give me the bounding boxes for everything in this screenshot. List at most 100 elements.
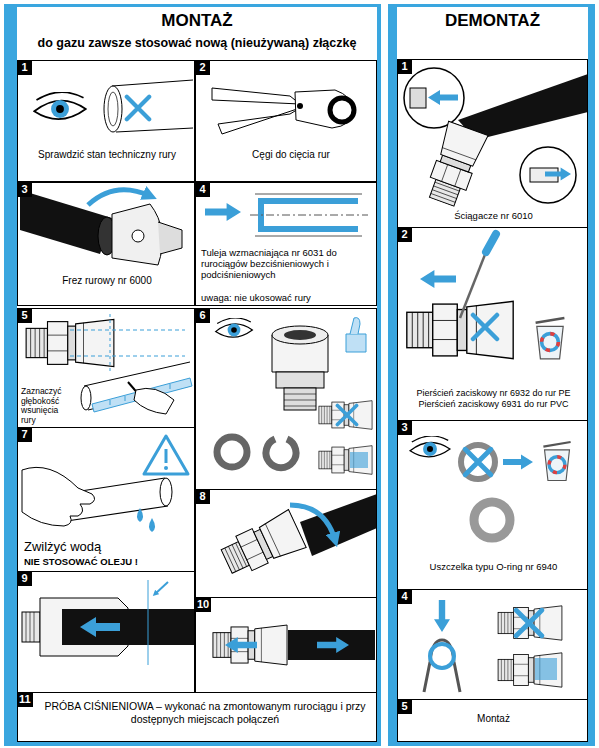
pull-test-art bbox=[288, 630, 375, 660]
insert-pipe-art bbox=[155, 582, 168, 594]
mark-depth-art bbox=[128, 382, 140, 396]
puller-art bbox=[410, 88, 426, 108]
step-cell: 1Sprawdzić stan techniczny rury bbox=[17, 60, 195, 182]
clamp-ring-art bbox=[407, 301, 513, 358]
panel-heading: MONTAŻ bbox=[17, 11, 377, 31]
inspect-pipe-art bbox=[112, 80, 193, 132]
sleeve-art bbox=[258, 198, 264, 232]
wet-pipe-art bbox=[160, 478, 172, 506]
insert-pipe-art bbox=[148, 580, 149, 665]
sleeve-art bbox=[205, 194, 368, 236]
step-panel: MONTAŻ do gazu zawsze stosować nową (nieu… bbox=[4, 4, 381, 746]
step-caption: Sprawdzić stan techniczny rury bbox=[20, 149, 194, 161]
insert-pipe-art bbox=[80, 617, 120, 637]
pull-test-art bbox=[213, 625, 375, 665]
o-ring-art bbox=[503, 455, 533, 470]
wet-pipe-art bbox=[149, 518, 155, 532]
inspect-pipe-art bbox=[34, 80, 193, 132]
mark-depth-art bbox=[110, 384, 170, 405]
check-fitting-art bbox=[284, 330, 316, 340]
step-caption: Pierścień zaciskowy nr 6932 do rur PE Pi… bbox=[400, 388, 587, 410]
check-fitting-art bbox=[272, 326, 328, 344]
puller-art bbox=[520, 147, 576, 203]
step-caption: Uszczelka typu O-ring nr 6940 bbox=[400, 562, 587, 573]
sleeve-art bbox=[205, 203, 241, 221]
screw-on-art bbox=[218, 509, 306, 580]
ring-tool-art bbox=[424, 600, 562, 692]
mark-depth-art bbox=[92, 378, 192, 412]
step-caption: Zwilżyć wodą bbox=[24, 540, 184, 555]
pipe-reamer-art bbox=[158, 222, 182, 254]
mark-depth-art bbox=[26, 319, 114, 366]
step-cell: 8 bbox=[195, 489, 377, 598]
step-number: 11 bbox=[17, 692, 33, 707]
check-fitting-art bbox=[350, 318, 360, 334]
check-fitting-art bbox=[284, 388, 316, 410]
pipe-cutter-art bbox=[218, 108, 300, 134]
puller-art bbox=[458, 74, 588, 140]
sleeve-art bbox=[250, 215, 368, 216]
o-ring-art bbox=[474, 502, 510, 538]
o-ring-art bbox=[465, 449, 491, 475]
step-cell: 7Zwilżyć wodąNIE STOSOWAĆ OLEJU ! bbox=[17, 427, 195, 572]
step-caption: Tuleja wzmacniająca nr 6031 do rurociągó… bbox=[201, 247, 343, 280]
clamp-ring-art bbox=[486, 234, 496, 252]
step-caption: Cęgi do cięcia rur bbox=[216, 149, 366, 161]
pull-test-art bbox=[213, 625, 287, 665]
check-fitting-art bbox=[216, 318, 253, 337]
clamp-ring-art bbox=[460, 252, 486, 318]
panel-heading: do gazu zawsze stosować nową (nieużywaną… bbox=[17, 36, 377, 50]
step-caption: uwaga: nie ukosować rury bbox=[201, 292, 373, 303]
insert-pipe-art bbox=[22, 580, 195, 665]
step-number: 5 bbox=[397, 699, 412, 714]
pipe-cutter-art bbox=[330, 98, 354, 122]
step-panel: DEMONTAŻ1Ściągacze nr 60102Pierścień zac… bbox=[388, 4, 595, 746]
insert-pipe-art bbox=[40, 598, 128, 656]
step-number: 3 bbox=[397, 420, 412, 435]
pipe-reamer-art bbox=[112, 204, 163, 265]
step-cell: 4 bbox=[397, 589, 588, 700]
step-caption: NIE STOSOWAĆ OLEJU ! bbox=[24, 557, 194, 568]
pull-test-art bbox=[225, 637, 257, 653]
sleeve-art bbox=[258, 226, 358, 232]
panel-heading: DEMONTAŻ bbox=[397, 11, 588, 31]
step-cell: 9 bbox=[17, 571, 195, 693]
puller-art bbox=[530, 168, 558, 182]
check-fitting-art bbox=[337, 405, 356, 424]
ring-tool-art bbox=[516, 610, 542, 636]
clamp-ring-art bbox=[420, 270, 456, 288]
ring-tool-art bbox=[424, 640, 460, 692]
step-number: 1 bbox=[397, 59, 412, 74]
o-ring-art bbox=[410, 436, 571, 538]
mark-depth-art bbox=[134, 388, 174, 414]
step-cell: 6 bbox=[195, 308, 377, 490]
step-cell: 2Cęgi do cięcia rur bbox=[195, 60, 377, 182]
pipe-cutter-art bbox=[295, 90, 354, 128]
o-ring-art bbox=[461, 445, 495, 479]
sleeve-art bbox=[258, 198, 358, 204]
step-cell: 2Pierścień zaciskowy nr 6932 do rur PE P… bbox=[397, 227, 588, 421]
step-cell: 10 bbox=[195, 597, 377, 693]
check-fitting-art bbox=[350, 452, 368, 468]
screw-on-art bbox=[218, 509, 306, 580]
step-cell: 5Montaż bbox=[397, 699, 588, 742]
wet-pipe-art bbox=[144, 436, 188, 474]
wet-pipe-art bbox=[165, 449, 168, 463]
insert-pipe-art bbox=[62, 609, 195, 645]
wet-pipe-art bbox=[22, 436, 188, 532]
pipe-reamer-art bbox=[88, 190, 150, 205]
step-cell: 3Uszczelka typu O-ring nr 6940 bbox=[397, 420, 588, 590]
screw-on-art bbox=[290, 505, 335, 540]
screw-on-art bbox=[218, 494, 377, 581]
pull-test-art bbox=[317, 637, 349, 653]
step-number: 9 bbox=[17, 571, 32, 586]
pipe-cutter-art bbox=[297, 103, 303, 109]
step-caption: Frez rurowy nr 6000 bbox=[20, 275, 194, 287]
ring-tool-art bbox=[430, 644, 454, 668]
step-number: 1 bbox=[17, 60, 32, 75]
pipe-cutter-art bbox=[212, 88, 300, 104]
ring-tool-art bbox=[535, 658, 557, 680]
step-cell: 11PRÓBA CIŚNIENIOWA – wykonać na zmontow… bbox=[17, 692, 377, 742]
check-fitting-art bbox=[276, 372, 324, 388]
